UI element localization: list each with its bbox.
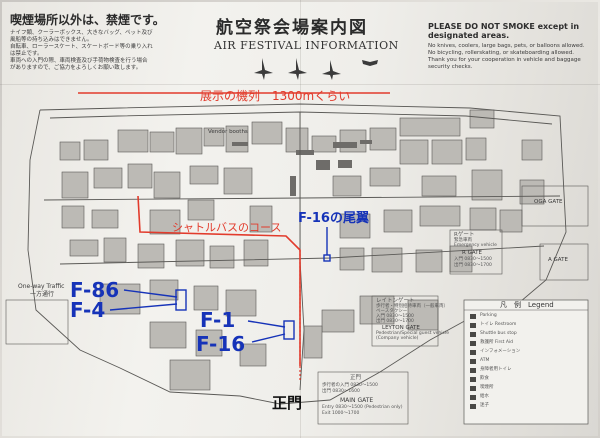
legend-item: 給水 bbox=[480, 394, 489, 399]
aircraft-display-markers bbox=[109, 227, 331, 343]
fold-crease bbox=[300, 0, 301, 438]
legend-item: インフォメーション bbox=[480, 349, 521, 354]
f86-annotation: F-86 bbox=[70, 278, 120, 302]
legend-title: 凡 例 Legend bbox=[500, 301, 554, 309]
no-smoking-heading: 喫煙場所以外は、禁煙です。 bbox=[10, 13, 165, 27]
dark-structures bbox=[232, 140, 372, 196]
legend-item: Shuttle bus stop bbox=[480, 331, 517, 336]
shuttle-bus-route bbox=[137, 195, 301, 366]
page-title-jp: 航空祭会場案内図 bbox=[216, 18, 368, 38]
leader-f1 bbox=[247, 320, 286, 328]
main-gate-annotation: 正門 bbox=[272, 394, 303, 412]
legend-item: Parking bbox=[480, 313, 497, 318]
main-gate-label: MAIN GATE bbox=[340, 397, 374, 404]
r-gate-label-jp: Rゲート bbox=[454, 232, 475, 238]
fold-crease bbox=[0, 84, 600, 85]
gate-info-boxes bbox=[5, 185, 589, 425]
f86-f4-box bbox=[175, 289, 187, 311]
oga-gate-label: OGA GATE bbox=[534, 199, 563, 205]
leyton-gate-box bbox=[371, 295, 439, 347]
jet-icon bbox=[322, 60, 341, 80]
vendor-booths-label: Vendor booths bbox=[208, 129, 248, 135]
legend-box bbox=[463, 299, 589, 425]
page-title-en: AIR FESTIVAL INFORMATION bbox=[214, 39, 399, 52]
f16-annotation: F-16 bbox=[196, 332, 246, 356]
one-way-label-jp: 一方通行 bbox=[30, 291, 55, 298]
oga-gate-box bbox=[521, 185, 589, 227]
main-gate-label-jp: 正門 bbox=[350, 375, 362, 381]
legend-item: 迷子 bbox=[480, 403, 489, 408]
legend-item: トイレ Restroom bbox=[480, 322, 517, 327]
legend-item: 飲食 bbox=[480, 376, 489, 381]
legend-item: ATM bbox=[480, 358, 490, 363]
f1-f16-box bbox=[283, 320, 295, 340]
jet-icon bbox=[254, 58, 273, 80]
legend-swatches bbox=[470, 314, 476, 409]
a-gate-box bbox=[539, 243, 589, 281]
leader-f16 bbox=[251, 333, 286, 343]
aircraft-line-annotation: 展示の機列 1300mくらい bbox=[200, 89, 351, 103]
legend-item: 身障者用トイレ bbox=[480, 367, 512, 372]
one-way-label: One-way Traffic bbox=[18, 283, 65, 290]
jet-icon bbox=[288, 58, 307, 80]
outer-road bbox=[27, 103, 567, 405]
transport-plane-icon bbox=[362, 60, 378, 66]
a-gate-label: A GATE bbox=[548, 257, 568, 263]
f4-annotation: F-4 bbox=[70, 298, 106, 322]
leyton-gate-label: LEYTON GATE bbox=[382, 325, 420, 331]
building-blocks bbox=[59, 109, 545, 391]
legend-item: 救護所 First Aid bbox=[480, 340, 514, 345]
leader-f4 bbox=[109, 303, 178, 311]
main-gate-box bbox=[317, 371, 409, 425]
r-gate-box bbox=[449, 229, 503, 275]
r-gate-label: R GATE bbox=[462, 250, 483, 256]
legend-item: 喫煙所 bbox=[480, 385, 494, 390]
south-gate-box bbox=[5, 299, 69, 345]
shuttle-course-annotation: シャトルバスのコース bbox=[172, 221, 282, 234]
leyton-gate-label-jp: レイトンゲート bbox=[376, 298, 415, 304]
no-smoking-heading-en: PLEASE DO NOT SMOKE except in designated… bbox=[428, 22, 580, 40]
f16-tail-annotation: F-16の尾翼 bbox=[298, 211, 369, 226]
f1-annotation: F-1 bbox=[200, 308, 236, 332]
leader-f86 bbox=[123, 289, 178, 298]
aircraft-silhouettes bbox=[254, 58, 378, 80]
